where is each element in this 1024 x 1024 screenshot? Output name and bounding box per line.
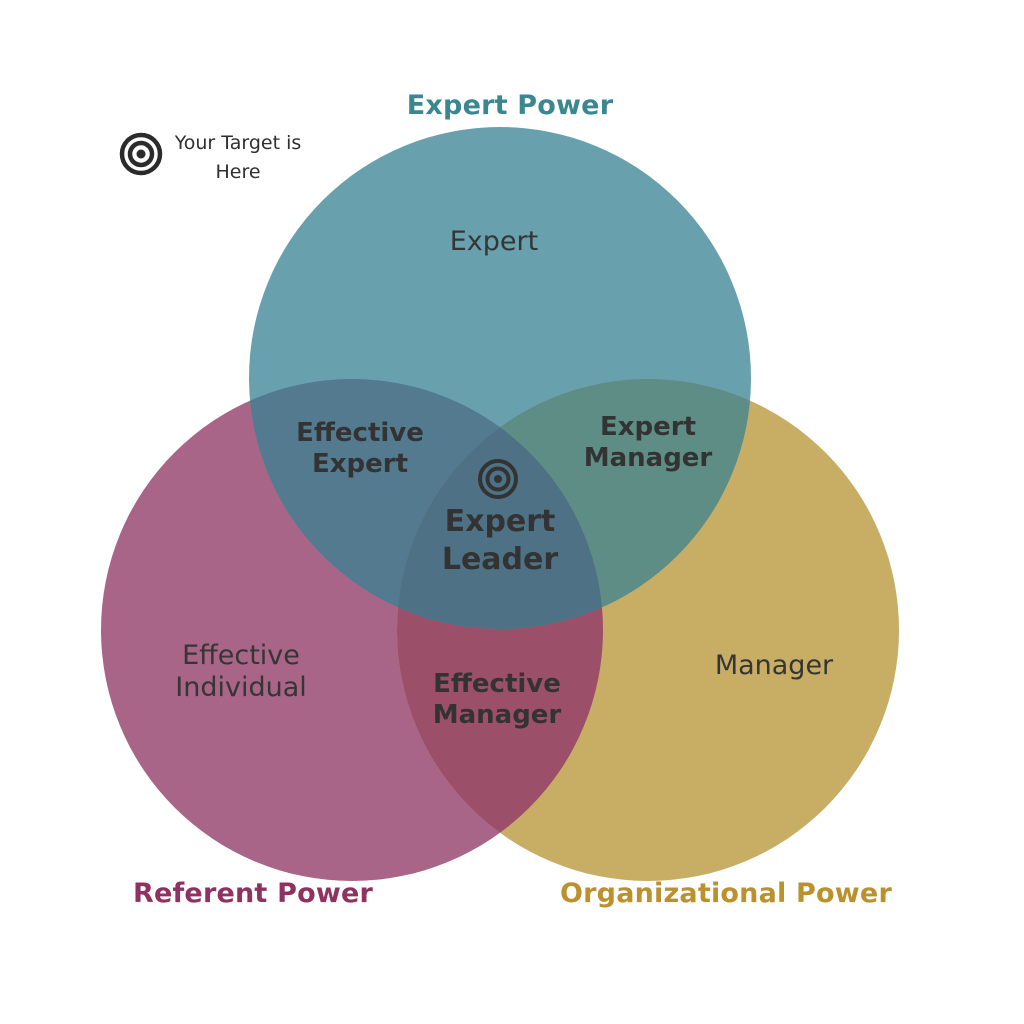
center-target-icon bbox=[478, 459, 518, 499]
region-expert-leader-line1: Expert bbox=[444, 504, 556, 539]
region-expert-leader-line2: Leader bbox=[441, 541, 559, 577]
title-referent-power: Referent Power bbox=[132, 878, 374, 909]
region-expert-manager: Expert Manager bbox=[548, 412, 748, 474]
overlap-center bbox=[397, 379, 603, 629]
legend-target-icon bbox=[119, 132, 163, 176]
region-effective-manager-line2: Manager bbox=[432, 700, 562, 731]
region-effective-individual-line2: Individual bbox=[175, 672, 307, 704]
region-effective-manager: Effective Manager bbox=[397, 669, 597, 731]
legend-text: Your Target is Here bbox=[174, 132, 302, 183]
region-effective-expert: Effective Expert bbox=[260, 418, 460, 480]
region-effective-individual: Effective Individual bbox=[136, 640, 346, 705]
region-effective-manager-line1: Effective bbox=[433, 669, 561, 699]
region-expert-leader: Expert Leader bbox=[400, 503, 600, 578]
region-expert: Expert bbox=[449, 226, 539, 257]
region-manager: Manager bbox=[714, 650, 834, 681]
region-effective-individual-line1: Effective bbox=[182, 640, 300, 671]
region-effective-expert-line2: Expert bbox=[311, 449, 409, 480]
title-expert-power: Expert Power bbox=[406, 90, 614, 121]
title-organizational-power: Organizational Power bbox=[560, 878, 892, 909]
region-expert-manager-line2: Manager bbox=[583, 443, 713, 474]
region-effective-expert-line1: Effective bbox=[296, 418, 424, 448]
region-expert-manager-line1: Expert bbox=[599, 412, 697, 442]
